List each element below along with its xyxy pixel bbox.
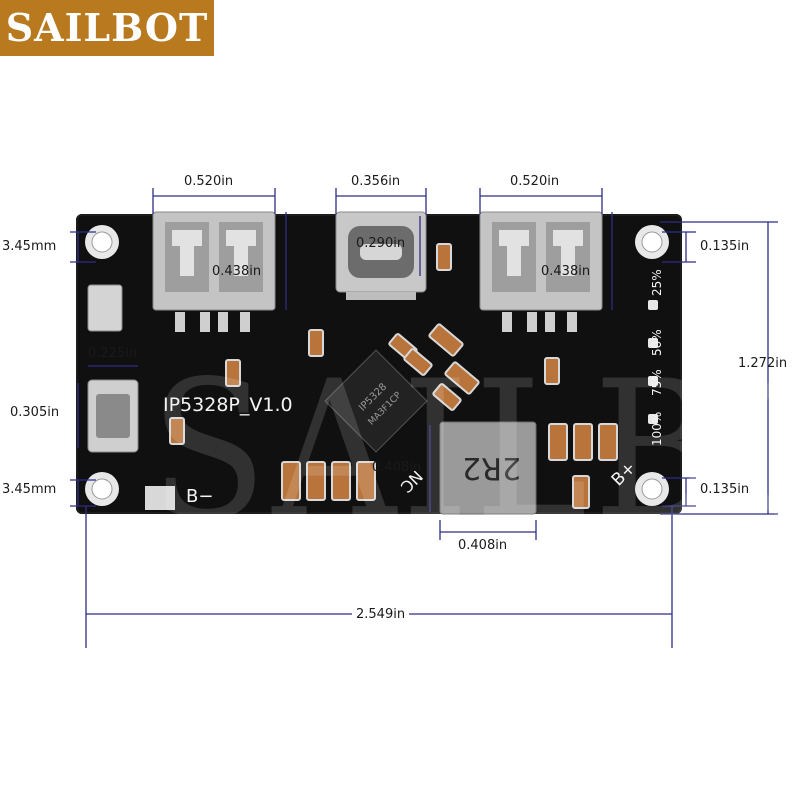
led-label-50: 50% xyxy=(650,329,664,356)
dim-usb-right-height: 0.438in xyxy=(541,264,591,279)
push-button xyxy=(87,284,123,332)
dim-micro-usb-width: 0.225in xyxy=(88,346,138,361)
usb-c-port xyxy=(335,211,427,300)
usb-a-port-left xyxy=(152,211,276,332)
micro-usb-port xyxy=(87,379,139,453)
led-indicators xyxy=(648,300,658,424)
inductor xyxy=(439,421,537,515)
dim-usb-right-width: 0.520in xyxy=(510,174,560,189)
inductor-marking: 2R2 xyxy=(462,450,522,485)
mounting-holes xyxy=(85,225,669,506)
dim-usb-left-width: 0.520in xyxy=(184,174,234,189)
dim-hole-left-bottom: 3.45mm xyxy=(2,482,57,497)
usb-a-port-right xyxy=(479,211,603,332)
main-ic-chip xyxy=(324,349,428,453)
dim-hole-left-top: 3.45mm xyxy=(2,239,57,254)
sailbot-logo: SAILBOT xyxy=(0,0,214,56)
led-label-75: 75% xyxy=(650,369,664,396)
dim-inductor-height: 0.408in xyxy=(372,460,422,475)
dim-board-length: 2.549in xyxy=(352,607,410,622)
dim-board-height: 1.272in xyxy=(738,356,788,371)
led-label-25: 25% xyxy=(650,269,664,296)
dim-usb-left-height: 0.438in xyxy=(212,264,262,279)
smd-components xyxy=(169,243,618,509)
dim-hole-right-bottom: 0.135in xyxy=(700,482,750,497)
battery-negative-pad xyxy=(145,486,175,510)
dimension-lines xyxy=(70,188,778,648)
board-model-label: IP5328P_V1.0 xyxy=(163,394,293,416)
dim-usbc-width: 0.356in xyxy=(351,174,401,189)
dim-inductor-width: 0.408in xyxy=(458,538,508,553)
dim-hole-right-top: 0.135in xyxy=(700,239,750,254)
led-label-100: 100% xyxy=(650,411,664,446)
dim-usbc-height: 0.290in xyxy=(356,236,406,251)
silk-b-minus: B− xyxy=(186,486,214,507)
dim-micro-usb-height: 0.305in xyxy=(10,405,60,420)
